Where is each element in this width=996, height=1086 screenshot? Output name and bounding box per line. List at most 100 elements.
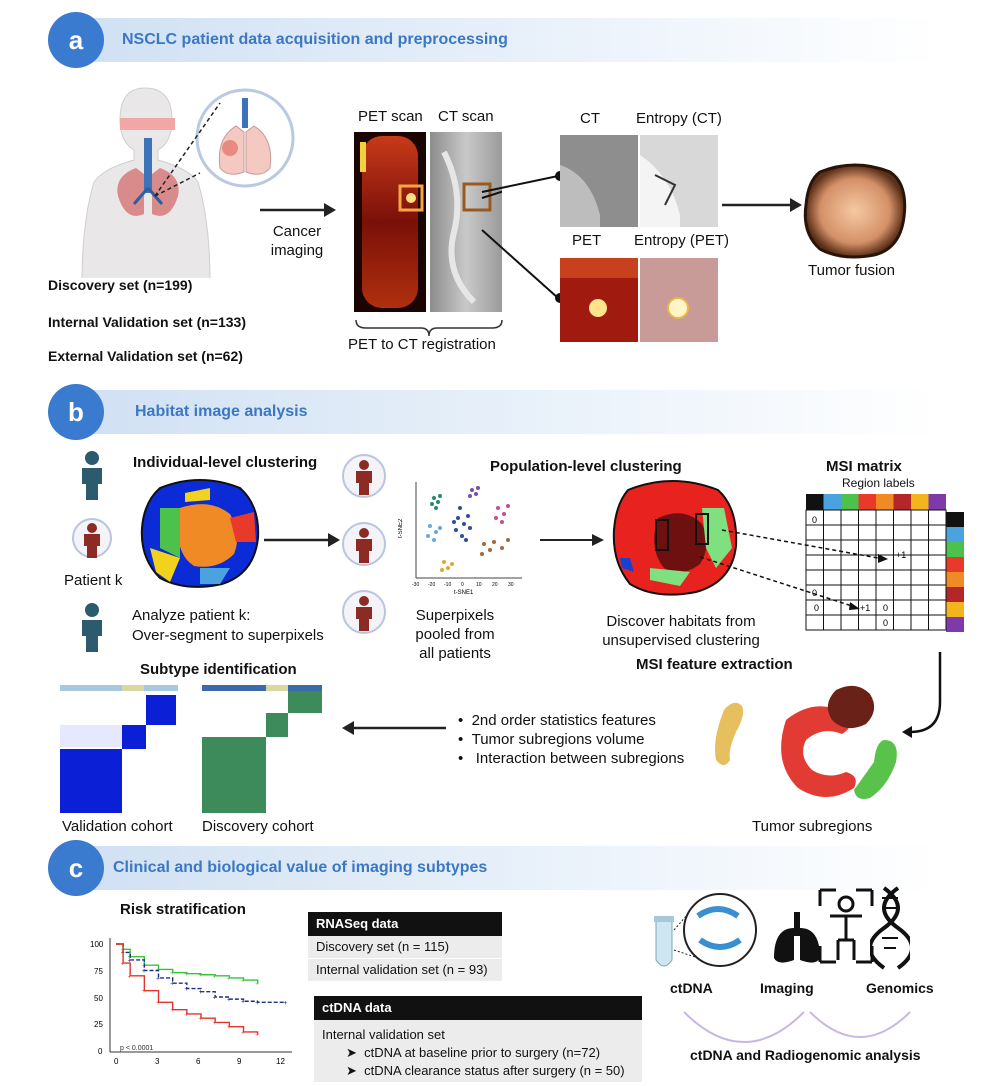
msi-top-region-color (876, 494, 894, 510)
arrowhead-icon: ➤ (346, 1045, 365, 1060)
km-series-line-2 (116, 943, 259, 1035)
rnaseq-row-internal: Internal validation set (n = 93) (308, 959, 502, 981)
km-censor-mark: + (199, 989, 203, 996)
validation-cohort-label: Validation cohort (62, 818, 173, 835)
msi-side-region-color (946, 587, 964, 602)
habitat-map (612, 480, 738, 596)
km-series-line-1 (116, 943, 286, 1003)
tsne-ylabel: t-SNE2 (398, 518, 404, 538)
population-clustering-title: Population-level clustering (490, 458, 682, 475)
feature-item-2-text: Tumor subregions volume (471, 731, 645, 748)
ctdna-row-baseline: ➤ ctDNA at baseline prior to surgery (n=… (322, 1044, 634, 1062)
body-scan-icon (818, 888, 874, 964)
section-b-badge: b (48, 384, 104, 440)
msi-matrix: 0 +1 0 0 +1 0 0 (700, 494, 964, 632)
km-censor-mark: + (156, 1000, 160, 1007)
feature-item-1-text: 2nd order statistics features (471, 712, 656, 729)
pet-scan-label: PET scan (358, 108, 423, 125)
tsne-xtick-4: 10 (476, 582, 482, 588)
dna-icon (870, 886, 910, 970)
individual-clustering-title: Individual-level clustering (133, 454, 318, 471)
registration-bracket (355, 319, 503, 337)
km-censor-mark: + (184, 1011, 188, 1018)
discover-line2: unsupervised clustering (602, 632, 760, 649)
patient-icon-blue-2 (82, 603, 102, 652)
section-c-letter: c (68, 852, 84, 883)
ct-crops (560, 135, 718, 227)
km-ytick-50: 50 (94, 994, 103, 1003)
tumor-fusion-label: Tumor fusion (808, 262, 895, 279)
genomics-icon-label: Genomics (866, 980, 934, 996)
km-censor-mark: + (156, 975, 160, 982)
msi-side-region-color (946, 602, 964, 617)
ctdna-subtitle: Internal validation set (322, 1027, 445, 1042)
patient-k-icon (72, 518, 112, 558)
population-patient-3-icon (342, 590, 386, 634)
tsne-xtick-6: 30 (508, 582, 514, 588)
km-censor-mark: + (142, 988, 146, 995)
km-censor-mark: + (213, 995, 217, 1002)
ctdna-row-clearance: ➤ ctDNA clearance status after surgery (… (322, 1062, 634, 1080)
tumor-subregions-illustration (715, 685, 897, 799)
tumor-fusion-image (803, 163, 907, 259)
section-a-badge: a (48, 12, 104, 68)
superpixels-line2: pooled from (415, 626, 495, 643)
km-ytick-0: 0 (98, 1047, 103, 1056)
risk-stratification-title: Risk stratification (120, 901, 246, 918)
tsne-xtick-0: -30 (412, 582, 419, 588)
dataset-discovery: Discovery set (n=199) (48, 277, 193, 293)
ctdna-row-baseline-text: ctDNA at baseline prior to surgery (n=72… (364, 1045, 601, 1060)
km-censor-mark: + (255, 981, 259, 988)
km-ytick-100: 100 (90, 940, 104, 949)
km-censor-mark: + (255, 1000, 259, 1007)
individual-superpixel-map (140, 479, 260, 588)
imaging-icon-label: Imaging (760, 980, 814, 996)
km-xtick-0: 0 (114, 1057, 119, 1066)
ct-crop-label: CT (580, 110, 600, 127)
msi-val-1: +1 (896, 550, 906, 560)
km-survival-chart: 100 75 50 25 0 0 3 6 9 12 p < 0.0001 +++… (90, 938, 292, 1066)
connection-arcs (683, 1011, 911, 1043)
patient-icon-blue-1 (82, 451, 102, 500)
tsne-xtick-2: -10 (444, 582, 451, 588)
superpixels-line1: Superpixels (415, 607, 495, 624)
km-censor-mark: + (241, 1029, 245, 1036)
section-c-title: Clinical and biological value of imaging… (113, 859, 488, 876)
tsne-xtick-1: -20 (428, 582, 435, 588)
msi-side-region-color (946, 542, 964, 557)
msi-top-region-color (823, 494, 841, 510)
km-censor-mark: + (184, 986, 188, 993)
km-censor-mark: + (121, 961, 125, 968)
arrow-right-icon (260, 203, 336, 217)
cancer-imaging-line1: Cancer (272, 223, 322, 240)
msi-side-region-color (946, 527, 964, 542)
msi-val-6: 0 (883, 618, 888, 628)
km-ytick-25: 25 (94, 1020, 103, 1029)
tumor-subregions-label: Tumor subregions (752, 818, 873, 835)
section-a-title: NSCLC patient data acquisition and prepr… (122, 31, 508, 48)
entropy-pet-label: Entropy (PET) (634, 232, 730, 249)
population-patient-2-icon (342, 522, 386, 566)
tsne-xtick-5: 20 (492, 582, 498, 588)
km-pvalue: p < 0.0001 (120, 1045, 153, 1052)
curved-arrow-icon (902, 652, 942, 738)
ctdna-header: ctDNA data (314, 996, 642, 1020)
patient-k-label: Patient k (64, 572, 123, 589)
section-c-banner (60, 846, 940, 890)
cancer-imaging-line2: imaging (270, 242, 324, 259)
km-xtick-3: 3 (155, 1057, 160, 1066)
km-censor-mark: + (170, 970, 174, 977)
validation-consensus-matrix (60, 685, 178, 815)
km-censor-mark: + (170, 981, 174, 988)
msi-matrix-title: MSI matrix (826, 458, 902, 475)
km-censor-mark: + (241, 999, 245, 1006)
discovery-consensus-matrix (202, 685, 322, 813)
pet-ct-scans (354, 132, 502, 312)
msi-side-region-color (946, 557, 964, 572)
km-censor-mark: + (199, 1016, 203, 1023)
km-censor-mark: + (170, 1007, 174, 1014)
pet-crops (560, 258, 718, 342)
arrow-to-population-icon (264, 533, 340, 547)
dataset-internal-validation: Internal Validation set (n=133) (48, 314, 247, 330)
section-b-letter: b (68, 396, 84, 427)
